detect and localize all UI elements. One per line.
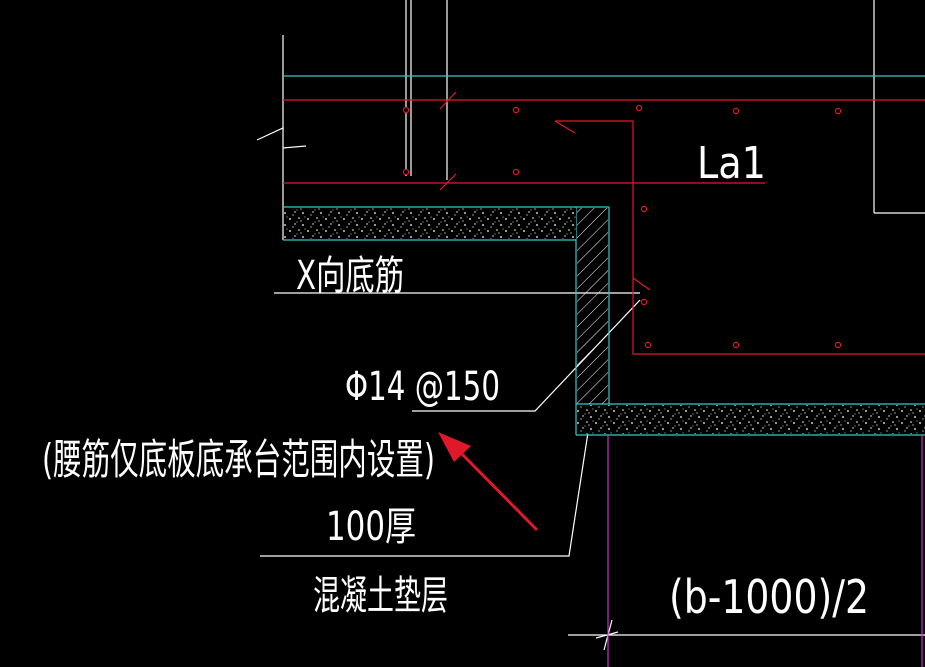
rebar-dots xyxy=(402,104,842,349)
label-rebar-spec: Φ14 @150 xyxy=(345,364,500,410)
label-thickness: 100厚 xyxy=(326,504,416,550)
label-concrete-layer: 混凝土垫层 xyxy=(313,573,448,619)
arrow-icon xyxy=(438,432,539,532)
label-dimension: (b-1000)/2 xyxy=(669,570,869,624)
label-x-bottom-rebar: X向底筋 xyxy=(296,253,404,299)
concrete-fill xyxy=(284,208,925,434)
label-waist-note: (腰筋仅底板底承台范围内设置) xyxy=(42,435,435,484)
rebar-lines xyxy=(283,91,925,355)
label-la1: La1 xyxy=(697,138,766,189)
cyan-lines xyxy=(283,75,925,436)
dimension-lines xyxy=(607,435,923,667)
